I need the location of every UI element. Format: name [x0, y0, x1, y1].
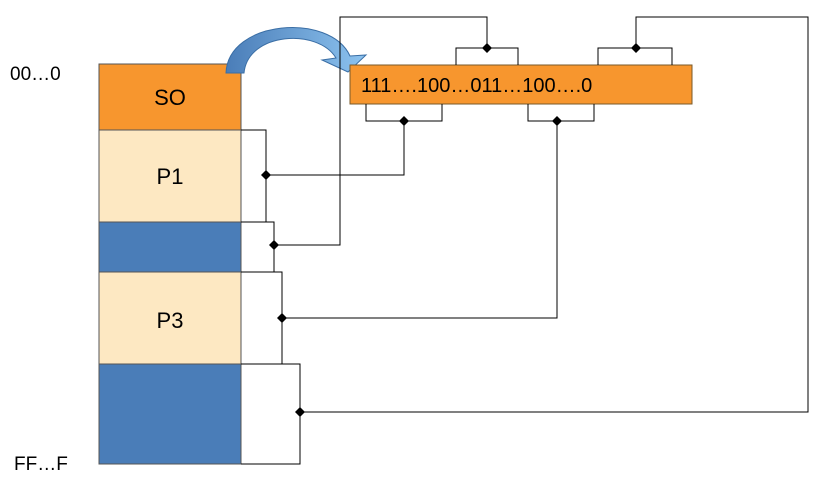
connector-lines — [266, 16, 809, 413]
connector-p3 — [282, 121, 558, 319]
diamond-icon — [631, 43, 641, 53]
segment-label-so: SO — [154, 85, 186, 110]
diamond-icon — [269, 240, 279, 250]
memory-segment-free-1 — [98, 221, 242, 273]
memory-segment-p3 — [98, 271, 242, 365]
segment-brackets — [241, 129, 301, 465]
diamond-icon — [277, 313, 287, 323]
junction-markers — [261, 43, 641, 417]
bracket-free-1 — [241, 221, 275, 273]
diamond-icon — [482, 43, 492, 53]
segment-label-p3: P3 — [157, 308, 184, 333]
memory-segment-so — [98, 63, 242, 131]
connector-p1 — [266, 121, 405, 176]
bitmap-bits-text: 111….100…011…100….0 — [361, 75, 592, 97]
bitmap-bar — [349, 64, 693, 105]
diamond-icon — [261, 170, 271, 180]
memory-segment-p1 — [98, 129, 242, 223]
address-end-label: FF…F — [14, 454, 68, 475]
curved-arrow-icon — [225, 27, 368, 74]
bitmap-bracket-p3 — [527, 104, 595, 122]
connector-free-1 — [274, 16, 488, 246]
memory-segment-free-2 — [98, 363, 242, 465]
diamond-icon — [399, 116, 409, 126]
address-start-label: 00…0 — [10, 64, 61, 85]
connector-free-2 — [300, 16, 809, 413]
diamond-icon — [295, 407, 305, 417]
diamond-icon — [552, 116, 562, 126]
segment-label-p1: P1 — [157, 164, 184, 189]
memory-column: SO P1 P3 — [98, 63, 242, 465]
bracket-p3 — [241, 271, 283, 365]
bracket-free-2 — [241, 363, 301, 465]
